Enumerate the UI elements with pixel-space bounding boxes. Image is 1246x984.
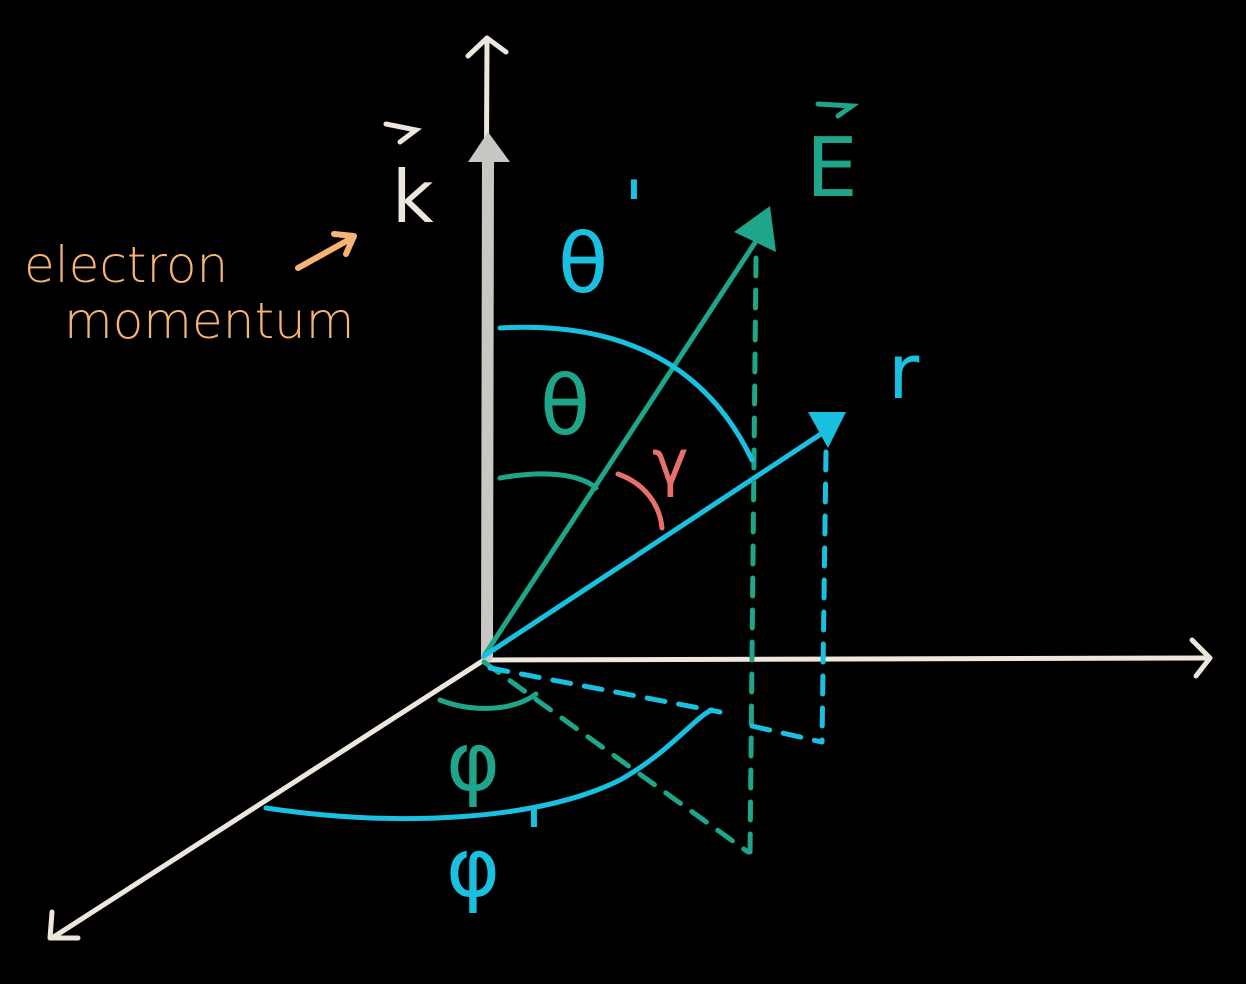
k-vector bbox=[468, 132, 510, 662]
x-axis-arrowhead bbox=[1189, 637, 1213, 679]
y-axis-arrowhead bbox=[47, 909, 81, 941]
e-vector bbox=[481, 206, 776, 659]
r-projection bbox=[487, 449, 829, 745]
gamma-label: γ bbox=[652, 426, 689, 499]
phi-prime-mark: ' bbox=[524, 793, 544, 877]
theta-prime-arc bbox=[497, 324, 755, 463]
annotation-pointer bbox=[295, 231, 357, 271]
k-vector-arrowhead bbox=[468, 132, 510, 162]
vector-marks bbox=[383, 101, 860, 145]
e-vector-arrowhead bbox=[734, 206, 776, 252]
e-label: E bbox=[806, 121, 858, 216]
k-over-arrow bbox=[383, 121, 422, 145]
theta-label: θ bbox=[540, 359, 590, 454]
phi-label: φ bbox=[446, 715, 500, 810]
theta-prime-label: θ bbox=[558, 217, 608, 312]
r-vector-arrowhead bbox=[808, 412, 846, 448]
e-projection bbox=[481, 255, 759, 859]
phi-arc bbox=[437, 691, 539, 711]
r-label: r bbox=[888, 327, 920, 416]
theta-prime-mark: ' bbox=[624, 165, 644, 249]
theta-arc bbox=[497, 471, 599, 491]
x-axis bbox=[481, 655, 1211, 663]
e-over-arrow bbox=[815, 101, 860, 119]
k-label: k bbox=[392, 155, 434, 239]
y-axis bbox=[49, 657, 487, 941]
annotation-line-2: momentum bbox=[64, 292, 354, 350]
annotation-line-1: electron bbox=[24, 236, 228, 294]
angle-arcs bbox=[263, 324, 755, 822]
phi-prime-arc bbox=[263, 707, 715, 822]
r-vector bbox=[481, 412, 846, 659]
phi-prime-label: φ bbox=[446, 821, 500, 916]
gamma-arc bbox=[615, 471, 665, 531]
z-axis-arrowhead bbox=[465, 35, 509, 59]
